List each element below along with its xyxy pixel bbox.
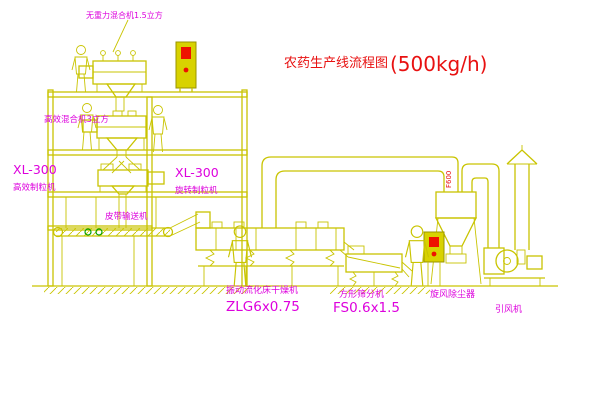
mixer1-body: [92, 60, 147, 85]
granulator: [97, 163, 165, 228]
label-granulator-left-model: XL-300: [13, 162, 57, 177]
ground-line: [32, 285, 558, 294]
gravity-free-mixer: [78, 19, 147, 112]
granulator-motor: [147, 171, 165, 185]
page-title-capacity: (500kg/h): [390, 52, 487, 76]
sieve-spring: [348, 271, 357, 287]
belt-conveyor: [52, 197, 201, 286]
label-belt-conveyor: 皮带输送机: [105, 211, 148, 222]
mixer2-discharge-funnel: [105, 137, 139, 151]
panel-display: [429, 237, 439, 247]
sieve-body: [345, 253, 403, 273]
y-distributor-chute: [102, 150, 141, 174]
label-dryer-name: 振动流化床干燥机: [226, 284, 298, 296]
control-panel-cyclone: [423, 231, 445, 286]
granulator-discharge: [110, 185, 136, 195]
indicator-light: [431, 251, 437, 257]
conveyor-pulley: [162, 226, 174, 238]
fan-motor: [526, 255, 543, 270]
label-dryer-model: ZLG6x0.75: [226, 299, 300, 315]
square-sieve: [345, 245, 413, 287]
granulator-body: [97, 169, 149, 187]
cyclone-separator: [430, 191, 482, 285]
cyclone-rotary-valve: [445, 253, 467, 264]
conveyor-pulley: [52, 226, 64, 238]
indicator-light: [183, 67, 189, 73]
fan-inlet-box: [483, 247, 505, 275]
panel-display: [181, 47, 191, 59]
vibration-spring: [324, 249, 335, 267]
fluid-bed-dryer: [195, 211, 355, 286]
mixer1-discharge-funnel: [105, 83, 137, 98]
label-cyclone: 旋风除尘器: [430, 288, 475, 300]
vibration-spring: [204, 249, 215, 267]
sieve-spring: [390, 271, 399, 287]
label-mixer2: 高效混合机3立方: [44, 114, 109, 125]
control-panel-top: [175, 41, 197, 92]
exhaust-stack: [506, 145, 538, 250]
label-granulator-right-name: 旋转制粒机: [175, 185, 218, 196]
exhaust-duct: [261, 156, 500, 248]
vibration-spring: [284, 249, 295, 267]
induced-draft-fan: [483, 247, 545, 286]
cyclone-cylinder: [435, 191, 477, 219]
label-granulator-right-model: XL-300: [175, 165, 219, 180]
fan-scroll: [495, 249, 519, 273]
label-granulator-left-name: 高效制粒机: [13, 182, 56, 193]
person-ground-left: [227, 225, 253, 287]
label-cyclone-size: F600: [445, 171, 453, 188]
label-top-mixer: 无重力混合机1.5立方: [86, 10, 163, 20]
person-level2-left: [77, 103, 97, 151]
label-sieve-model: FS0.6x1.5: [333, 300, 400, 316]
label-fan: 引风机: [495, 303, 522, 315]
page-title: 农药生产线流程图: [284, 56, 388, 71]
high-efficiency-mixer: [82, 110, 147, 151]
label-sieve-name: 方形筛分机: [339, 288, 384, 300]
dryer-body: [195, 227, 345, 251]
person-top-platform: [71, 45, 91, 93]
